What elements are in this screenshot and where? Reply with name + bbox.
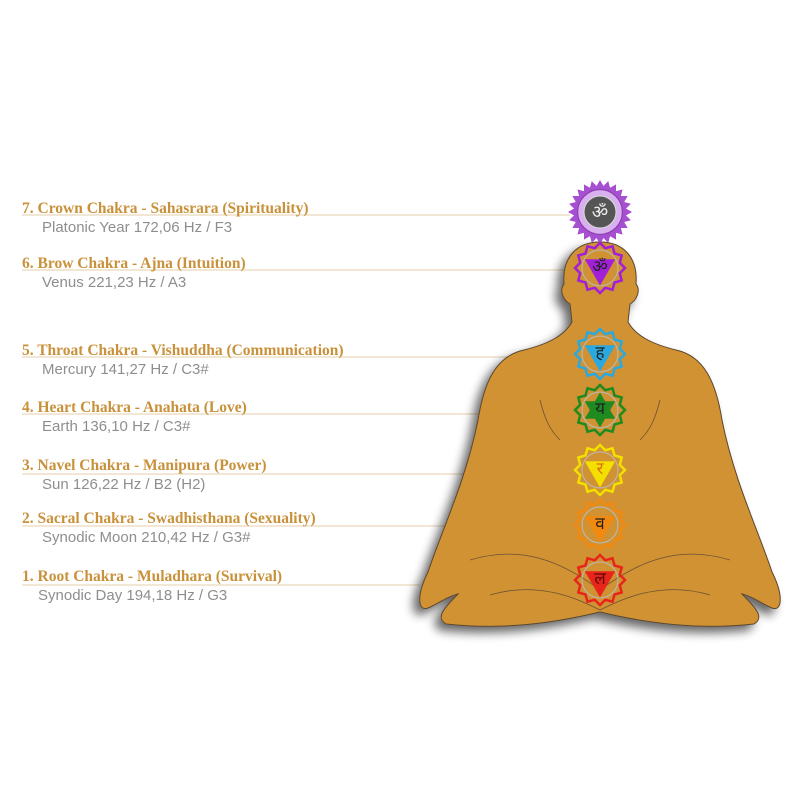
chakra-title: 5. Throat Chakra - Vishuddha (Communicat…	[22, 342, 344, 359]
root-chakra-icon: ल	[573, 553, 627, 607]
root-chakra-label: 1. Root Chakra - Muladhara (Survival) Syn…	[22, 568, 282, 606]
chakra-title: 2. Sacral Chakra - Swadhisthana (Sexuali…	[22, 510, 316, 527]
chakra-frequency: Synodic Moon 210,42 Hz / G3#	[42, 529, 251, 546]
chakra-frequency: Synodic Day 194,18 Hz / G3	[38, 587, 228, 604]
chakra-symbol: व	[595, 514, 605, 534]
throat-chakra-icon: ह	[573, 327, 627, 381]
chakra-symbol: ॐ	[592, 202, 608, 223]
chakra-frequency: Venus 221,23 Hz / A3	[42, 274, 187, 291]
heart-chakra-label: 4. Heart Chakra - Anahata (Love) Earth 13…	[22, 399, 247, 437]
chakra-petals	[573, 383, 627, 437]
throat-chakra-label: 5. Throat Chakra - Vishuddha (Communicat…	[22, 342, 344, 380]
heart-chakra-icon: य	[573, 383, 627, 437]
chakra-title: 3. Navel Chakra - Manipura (Power)	[22, 457, 267, 474]
chakra-petals	[573, 443, 627, 497]
crown-chakra-icon: ॐ	[567, 179, 633, 245]
brow-chakra-label: 6. Brow Chakra - Ajna (Intuition) Venus 2…	[22, 255, 246, 293]
chakra-frequency: Mercury 141,27 Hz / C3#	[42, 361, 209, 378]
chakra-symbol: र	[597, 459, 605, 479]
chakra-frequency: Earth 136,10 Hz / C3#	[42, 418, 191, 435]
chakra-petals	[573, 241, 627, 295]
chakra-title: 4. Heart Chakra - Anahata (Love)	[22, 399, 247, 416]
crown-chakra-label: 7. Crown Chakra - Sahasrara (Spiritualit…	[22, 200, 308, 238]
chakra-petals	[573, 498, 627, 552]
navel-chakra-icon: र	[573, 443, 627, 497]
chakra-frequency: Sun 126,22 Hz / B2 (H2)	[42, 476, 206, 493]
chakra-symbol: ॐ	[592, 257, 608, 277]
brow-chakra-icon: ॐ	[573, 241, 627, 295]
chakra-symbol: ल	[594, 569, 606, 589]
chakra-title: 7. Crown Chakra - Sahasrara (Spiritualit…	[22, 200, 309, 217]
chakra-symbol: य	[595, 399, 606, 419]
navel-chakra-label: 3. Navel Chakra - Manipura (Power) Sun 12…	[22, 457, 267, 495]
chakra-frequency: Platonic Year 172,06 Hz / F3	[42, 219, 233, 236]
chakra-symbol: ह	[595, 343, 605, 363]
chakra-title: 6. Brow Chakra - Ajna (Intuition)	[22, 255, 246, 272]
chakra-petals	[573, 553, 627, 607]
chakra-petals	[573, 327, 627, 381]
chakra-title: 1. Root Chakra - Muladhara (Survival)	[22, 568, 283, 585]
sacral-chakra-icon: व	[573, 498, 627, 552]
sacral-chakra-label: 2. Sacral Chakra - Swadhisthana (Sexuali…	[22, 510, 316, 548]
